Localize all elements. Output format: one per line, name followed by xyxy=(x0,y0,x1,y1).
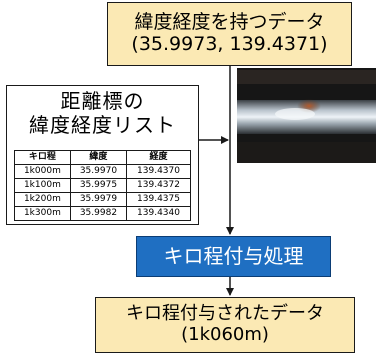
column-header-lon: 経度 xyxy=(126,150,191,165)
table-cell: 139.4372 xyxy=(126,178,191,193)
table-cell: 1k200m xyxy=(14,192,71,207)
list-title-line1: 距離標の xyxy=(60,89,145,113)
table-row: 1k100m 35.9975 139.4372 xyxy=(14,178,191,193)
table-cell: 139.4370 xyxy=(126,164,191,179)
table-cell: 35.9975 xyxy=(69,178,128,193)
output-data-kilo: (1k060m) xyxy=(181,324,269,346)
marker-table: キロ程 緯度 経度 1k000m 35.9970 139.4370 1k100m… xyxy=(14,150,191,221)
column-header-kilo: キロ程 xyxy=(14,150,71,165)
table-cell: 1k100m xyxy=(14,178,71,193)
table-cell: 35.9979 xyxy=(69,192,128,207)
output-data-tape: キロ程付与されたデータ (1k060m) xyxy=(95,297,355,353)
table-cell: 1k000m xyxy=(14,164,71,179)
kilo-assignment-process: キロ程付与処理 xyxy=(136,236,331,277)
rail-photo-image xyxy=(237,68,376,163)
input-data-title: 緯度経度を持つデータ xyxy=(134,11,325,33)
table-cell: 1k300m xyxy=(14,206,71,221)
distance-marker-list: 距離標の 緯度経度リスト キロ程 緯度 経度 1k000m 35.9970 13… xyxy=(6,85,199,225)
input-data-tape: 緯度経度を持つデータ (35.9973, 139.4371) xyxy=(107,2,352,66)
table-cell: 139.4340 xyxy=(126,206,191,221)
table-cell: 35.9970 xyxy=(69,164,128,179)
list-title-line2: 緯度経度リスト xyxy=(29,112,176,137)
table-cell: 139.4375 xyxy=(126,192,191,207)
table-cell: 35.9982 xyxy=(69,206,128,221)
table-row: 1k300m 35.9982 139.4340 xyxy=(14,206,191,221)
rail-photo xyxy=(237,68,376,163)
table-row: 1k200m 35.9979 139.4375 xyxy=(14,192,191,207)
output-data-title: キロ程付与されたデータ xyxy=(126,303,324,324)
list-title: 距離標の 緯度経度リスト xyxy=(7,89,198,137)
table-header-row: キロ程 緯度 経度 xyxy=(14,150,191,165)
column-header-lat: 緯度 xyxy=(69,150,128,165)
input-data-coords: (35.9973, 139.4371) xyxy=(131,33,328,56)
table-row: 1k000m 35.9970 139.4370 xyxy=(14,164,191,179)
